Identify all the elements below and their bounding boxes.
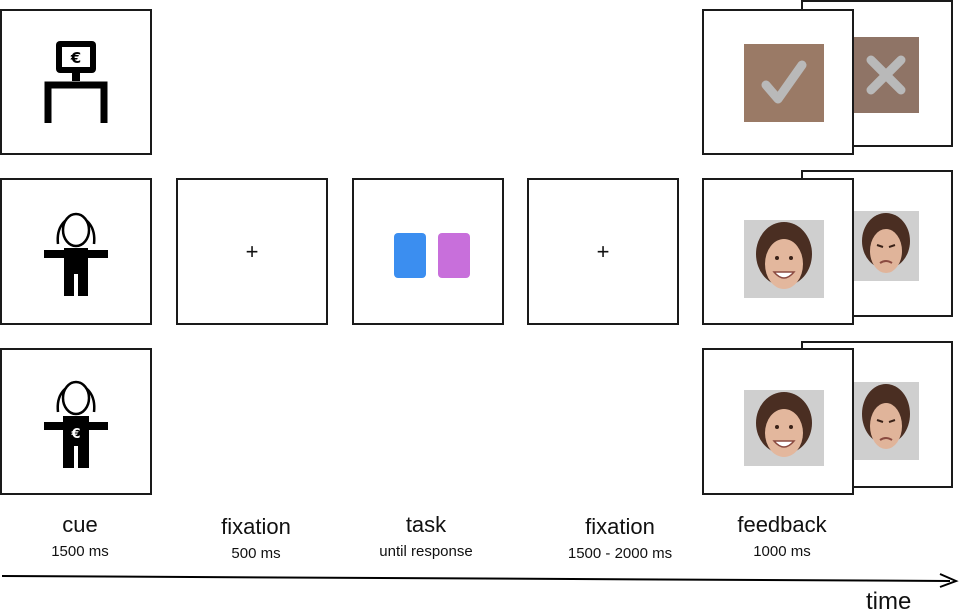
stage-name: task <box>405 512 447 537</box>
euro-symbol: € <box>70 427 80 442</box>
cross-icon <box>866 55 906 95</box>
stage-label-fixation-2: fixation 1500 - 2000 ms <box>535 514 705 564</box>
frowning-face-icon <box>862 384 910 449</box>
smiling-face-image <box>744 220 824 298</box>
check-feedback-image <box>744 44 824 122</box>
stage-label-fixation-1: fixation 500 ms <box>171 514 341 564</box>
task-screen <box>352 178 504 325</box>
blue-card <box>394 233 426 278</box>
fixation-screen-1: + <box>176 178 328 325</box>
purple-card <box>438 233 470 278</box>
smiling-face-image <box>744 390 824 466</box>
stage-name: cue <box>62 512 98 537</box>
stage-label-task: task until response <box>341 512 511 562</box>
stage-duration: 1500 - 2000 ms <box>567 545 673 562</box>
frowning-face-image <box>853 382 919 460</box>
stage-duration: 1500 ms <box>51 543 109 560</box>
stage-duration: until response <box>379 543 473 560</box>
cue-screen-person <box>0 178 152 325</box>
euro-symbol: € <box>70 49 81 67</box>
cross-feedback-image <box>853 37 919 113</box>
stage-name: fixation <box>221 514 291 539</box>
stage-name: feedback <box>737 512 827 537</box>
person-icon <box>44 212 108 296</box>
time-axis-label: time <box>866 588 912 615</box>
frowning-face-icon <box>862 213 910 273</box>
stage-name: fixation <box>585 514 655 539</box>
feedback-screen-smile-front <box>702 178 854 325</box>
stage-label-feedback: feedback 1000 ms <box>697 512 867 562</box>
frowning-face-image <box>853 211 919 281</box>
stage-duration: 1000 ms <box>753 543 811 560</box>
feedback-screen-smile-front-2 <box>702 348 854 495</box>
person-euro-icon: € <box>44 380 108 468</box>
feedback-screen-positive-front <box>702 9 854 155</box>
smiling-face-icon <box>756 222 812 289</box>
fixation-screen-2: + <box>527 178 679 325</box>
computer-desk-icon: € <box>44 41 108 123</box>
checkmark-icon <box>761 60 807 104</box>
smiling-face-icon <box>756 392 812 457</box>
cue-screen-person-euro: € <box>0 348 152 495</box>
stage-label-cue: cue 1500 ms <box>0 512 165 562</box>
cue-screen-computer: € <box>0 9 152 155</box>
fixation-cross: + <box>596 238 610 264</box>
time-arrow <box>1 573 959 588</box>
stage-duration: 500 ms <box>231 545 281 562</box>
fixation-cross: + <box>245 238 259 264</box>
